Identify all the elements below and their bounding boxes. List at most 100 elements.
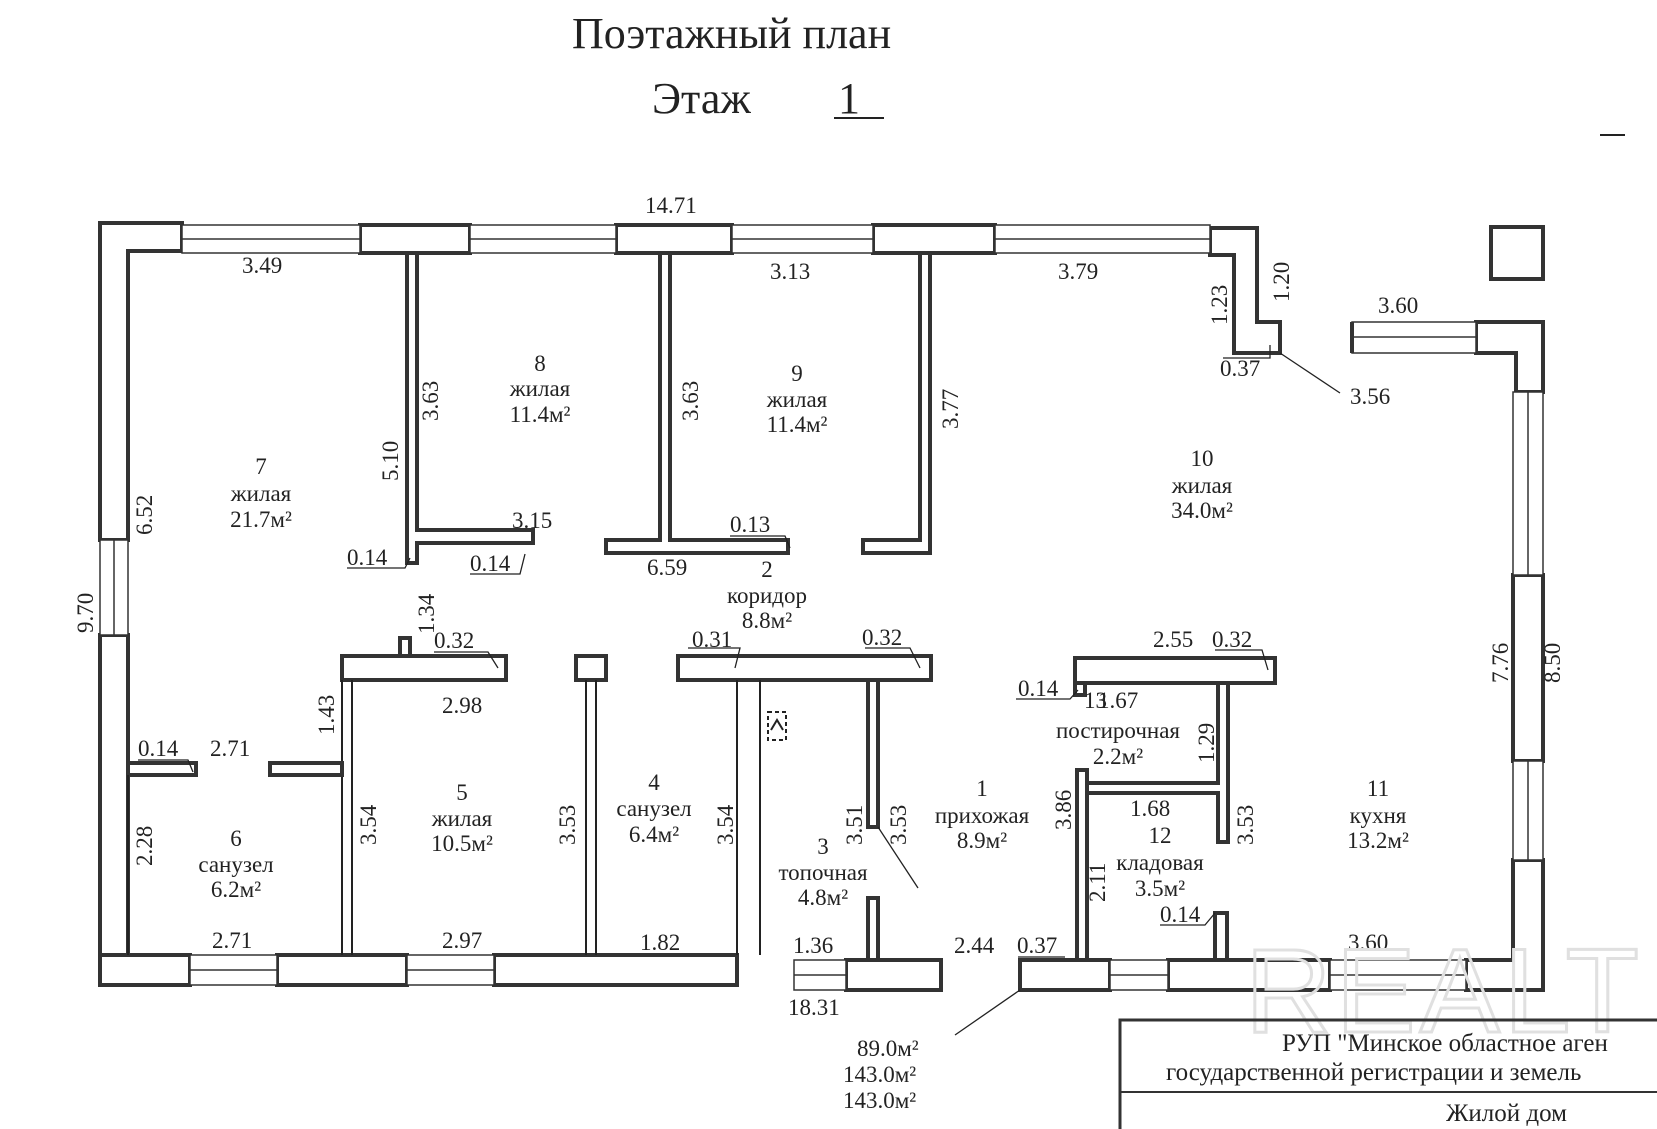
wall-room6-left [126,761,198,777]
svg-text:коридор: коридор [727,583,807,608]
object-name: Жилой дом [1446,1100,1567,1127]
dim: 3.63 [418,381,443,421]
room-5: 5 жилая 10.5м² [431,780,493,856]
svg-text:санузел: санузел [616,796,691,821]
org-line-1: РУП "Минское областное аген [1282,1030,1608,1057]
dim: 6.52 [132,495,157,535]
dim: 2.71 [212,928,252,953]
svg-text:8: 8 [534,351,546,376]
wall-room8 [405,251,535,565]
svg-text:10: 10 [1191,446,1214,471]
dim: 7.76 [1488,643,1513,683]
leader-lines [138,345,1341,1036]
svg-text:4.8м²: 4.8м² [798,885,848,910]
svg-text:6: 6 [230,826,242,851]
svg-text:постирочная: постирочная [1056,718,1180,743]
dim: 1.43 [314,695,339,735]
dim: 0.14 [1018,676,1059,701]
dim: 0.14 [347,545,388,570]
svg-text:4: 4 [648,770,660,795]
dim: 1.34 [414,593,439,634]
dim: 2.55 [1153,627,1193,652]
dim: 3.60 [1348,930,1388,955]
dim: 3.53 [1233,805,1258,845]
total-area: 143.0м² [843,1062,916,1087]
top-pier-2 [614,223,734,255]
svg-text:5: 5 [456,780,468,805]
title-block: РУП "Минское областное аген государствен… [1118,1018,1657,1129]
room-labels: 7 жилая 21.7м² 8 жилая 11.4м² 9 жилая 11… [198,351,1409,910]
dim: 2.28 [132,826,157,866]
svg-text:13.2м²: 13.2м² [1347,828,1409,853]
dim-bottom-total: 18.31 [788,995,840,1020]
svg-text:8.8м²: 8.8м² [742,608,792,633]
svg-text:3.5м²: 3.5м² [1135,876,1185,901]
dim: 0.14 [1160,902,1201,927]
svg-text:6.4м²: 6.4м² [629,822,679,847]
wall-room4-west [585,680,597,955]
dim: 3.49 [242,253,282,278]
svg-text:7: 7 [255,454,267,479]
wall-room5-west [341,680,353,955]
dim: 1.36 [793,933,833,958]
svg-text:2: 2 [761,557,773,582]
dim: 3.79 [1058,259,1098,284]
boiler-icon [767,711,787,741]
dim: 9.70 [73,593,98,633]
sw-corner-wall [98,953,192,987]
dim: 2.11 [1085,863,1110,902]
svg-text:кухня: кухня [1350,803,1407,828]
svg-text:9: 9 [791,361,803,386]
svg-text:34.0м²: 34.0м² [1171,498,1233,523]
dim: 3.56 [1350,384,1390,409]
exterior-walls [98,221,1545,992]
svg-text:10.5м²: 10.5м² [431,831,493,856]
dim: 5.10 [378,441,403,481]
wall-room3-partition [866,678,880,829]
dim: 3.77 [938,389,963,429]
dim: 3.51 [842,805,867,845]
dim-top-total: 14.71 [645,193,697,218]
svg-text:3: 3 [817,834,829,859]
svg-text:11.4м²: 11.4м² [767,412,828,437]
plan-title: Поэтажный план [572,9,891,58]
dim: 1.20 [1269,262,1294,302]
top-pier-1 [358,223,472,255]
east-corner-wall [1474,320,1545,394]
dimension-labels: 14.71 3.49 3.13 3.79 1.20 1.23 0.37 3.60… [73,193,1565,1020]
chimney-square [1489,225,1545,281]
dim: 1.68 [1130,796,1170,821]
svg-text:кладовая: кладовая [1116,850,1204,875]
title-block-frame [1118,1018,1657,1129]
svg-text:1: 1 [976,776,988,801]
watermark: REALT [1245,924,1643,1058]
room-8: 8 жилая 11.4м² [509,351,571,427]
dim: 3.86 [1051,790,1076,830]
svg-text:жилая: жилая [509,376,571,401]
east-pier-1 [1511,573,1545,763]
dim: 3.13 [770,259,810,284]
dim: 3.60 [1378,293,1418,318]
dim: 3.63 [678,381,703,421]
room-13-number: 13 [1084,688,1107,713]
dim: 0.14 [138,736,179,761]
wall-room6-right [268,761,344,777]
dim: 3.53 [886,805,911,845]
wall-column [574,654,608,682]
room-12: 12 кладовая 3.5м² [1116,823,1204,901]
dim: 0.32 [1212,627,1252,652]
bottom-pier-4 [1018,958,1112,992]
room-13: постирочная 2.2м² [1056,718,1180,769]
svg-text:8.9м²: 8.9м² [957,828,1007,853]
dim: 0.32 [862,625,902,650]
room-3: 3 топочная 4.8м² [778,834,868,910]
bottom-pier-3 [844,958,943,992]
svg-text:топочная: топочная [778,860,868,885]
dim: 2.98 [442,693,482,718]
total-area-2: 143.0м² [843,1088,916,1113]
wall-room10 [861,251,932,555]
room-2: 2 коридор 8.8м² [727,557,807,633]
svg-text:жилая: жилая [1171,473,1233,498]
top-pier-3 [871,223,997,255]
